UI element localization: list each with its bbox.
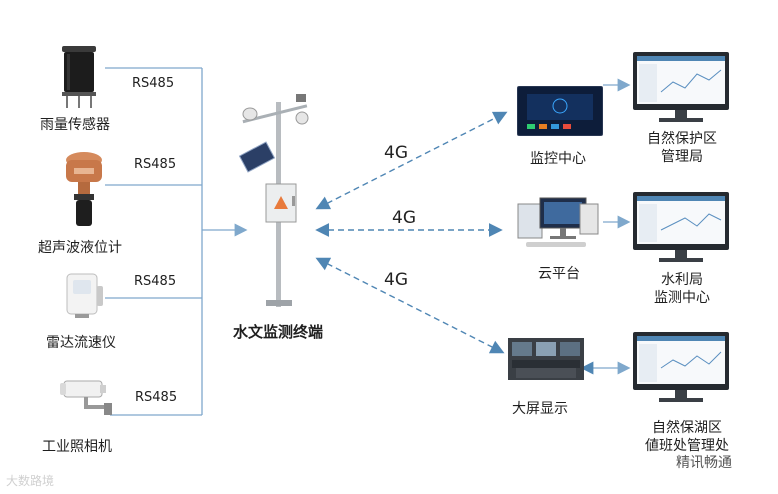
terminal-label: 水文监测终端 bbox=[212, 321, 344, 342]
sensor-bus bbox=[105, 68, 245, 415]
ultrasonic-level-meter-icon bbox=[62, 150, 106, 230]
rain-gauge-icon bbox=[58, 46, 100, 108]
endpoint-monitor-icon-1 bbox=[633, 52, 729, 124]
hydrology-terminal-icon bbox=[236, 92, 320, 312]
endpoint-monitor-icon-2 bbox=[633, 192, 729, 264]
link-big-screen bbox=[318, 259, 502, 352]
link-label-4g-top: 4G bbox=[384, 143, 408, 163]
sensor-label-ultrasonic-level: 超声波液位计 bbox=[38, 237, 122, 257]
endpoint-monitor-icon-3 bbox=[633, 332, 729, 404]
center-label-monitoring: 监控中心 bbox=[530, 148, 586, 168]
sensor-label-rain-gauge: 雨量传感器 bbox=[40, 114, 110, 134]
endpoint-label-2-line2: 监测中心 bbox=[628, 289, 736, 307]
industrial-camera-icon bbox=[60, 375, 116, 415]
endpoint-label-1-line1: 自然保护区 bbox=[628, 130, 736, 148]
cloud-platform-icon bbox=[516, 196, 600, 250]
sensor-label-radar-flow: 雷达流速仪 bbox=[46, 332, 116, 352]
big-screen-display-icon bbox=[508, 338, 584, 380]
protocol-label-ultrasonic-level: RS485 bbox=[134, 157, 176, 172]
protocol-label-industrial-camera: RS485 bbox=[135, 390, 177, 405]
endpoint-label-1: 自然保护区 管理局 bbox=[628, 130, 736, 166]
protocol-label-radar-flow: RS485 bbox=[134, 274, 176, 289]
endpoint-label-3: 自然保湖区 値班处管理处 bbox=[628, 419, 746, 455]
watermark-left: 大数路境 bbox=[6, 472, 54, 489]
center-label-cloud: 云平台 bbox=[538, 263, 580, 283]
monitoring-screen-icon bbox=[517, 86, 603, 136]
endpoint-label-2: 水利局 监测中心 bbox=[628, 271, 736, 307]
sensor-label-industrial-camera: 工业照相机 bbox=[42, 436, 112, 456]
link-label-4g-middle: 4G bbox=[392, 208, 416, 228]
endpoint-label-1-line2: 管理局 bbox=[628, 148, 736, 166]
link-monitor-center bbox=[318, 113, 505, 208]
center-label-big-screen: 大屏显示 bbox=[512, 398, 568, 418]
link-label-4g-bottom: 4G bbox=[384, 270, 408, 290]
watermark-right: 精讯畅通 bbox=[676, 452, 732, 472]
radar-flowmeter-icon bbox=[65, 272, 105, 320]
protocol-label-rain-gauge: RS485 bbox=[132, 76, 174, 91]
endpoint-label-3-line1: 自然保湖区 bbox=[628, 419, 746, 437]
endpoint-label-2-line1: 水利局 bbox=[628, 271, 736, 289]
